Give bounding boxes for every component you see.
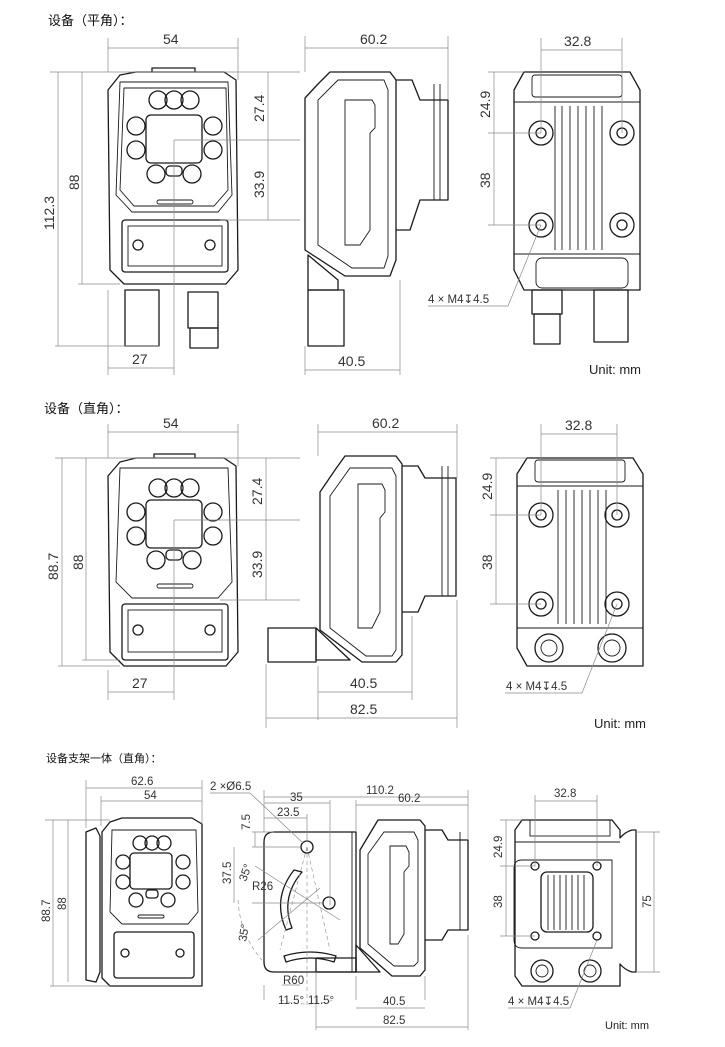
s2-back-top-hole-label: 24.9 (479, 473, 495, 500)
s3-angle-35-a-label: 35° (238, 863, 255, 883)
s1-front-total-height-label: 112.3 (41, 196, 57, 230)
s1-front-view: 54 112.3 88 27.4 33.9 27 (41, 31, 300, 375)
s3-back-bracket-height-label: 75 (642, 895, 654, 908)
s3-top-7-5-label: 7.5 (241, 814, 253, 830)
s3-front-width-label: 54 (144, 790, 157, 802)
s2-front-total-height-label: 88.7 (45, 553, 61, 580)
s3-total-depth-label: 82.5 (383, 1015, 405, 1027)
s3-thread-note: 4 × M4↧4.5 (508, 996, 569, 1008)
s2-back-view: 32.8 24.9 38 4 × M4↧4.5 (479, 417, 644, 694)
s1-thread-note: 4 × M4↧4.5 (428, 294, 489, 306)
s1-front-center-bottom-label: 33.9 (251, 171, 267, 198)
s2-front-width-label: 54 (163, 415, 179, 431)
s2-front-center-bottom-label: 33.9 (249, 551, 265, 578)
s3-angle-11-5-left-label: 11.5° (278, 995, 304, 1007)
s3-side-view: 2 ×Ø6.5 110.2 35 23.5 60.2 7.5 37.5 35° … (210, 781, 469, 1030)
s3-bracket-35-label: 35 (290, 792, 303, 804)
s1-front-body-height-label: 88 (66, 174, 82, 190)
s3-bracket-23-5-label: 23.5 (277, 807, 299, 819)
s3-back-top-hole-label: 24.9 (493, 836, 505, 858)
s3-back-hole-spacing-x-label: 32.8 (554, 788, 576, 800)
s3-front-bracket-width-label: 62.6 (131, 776, 153, 788)
s3-holes-note: 2 ×Ø6.5 (210, 781, 251, 793)
s2-thread-note: 4 × M4↧4.5 (506, 681, 567, 693)
s1-back-hole-spacing-y-label: 38 (477, 172, 493, 188)
s1-front-width-label: 54 (163, 31, 179, 47)
s1-front-top-center-label: 27.4 (251, 95, 267, 122)
s3-hole-37-5-label: 37.5 (222, 862, 234, 884)
section-title-right-angle: 设备（直角）： (44, 401, 129, 416)
s2-front-top-center-label: 27.4 (249, 478, 265, 505)
s2-unit-label: Unit: mm (594, 716, 646, 731)
s3-base-depth-label: 40.5 (383, 996, 405, 1008)
s1-heatsink-fins (554, 106, 603, 250)
s2-back-hole-spacing-y-label: 38 (479, 554, 495, 570)
s2-side-view: 60.2 40.5 82.5 (265, 415, 458, 728)
s3-front-view: 62.6 54 88.7 88 (41, 776, 203, 987)
s3-front-total-height-label: 88.7 (41, 900, 53, 922)
s2-side-base-depth-label: 40.5 (350, 675, 377, 691)
s1-side-depth-label: 60.2 (360, 31, 387, 47)
s2-back-hole-spacing-x-label: 32.8 (565, 417, 592, 433)
section-title-flat-angle: 设备（平角）： (48, 13, 133, 28)
s1-back-hole-spacing-x-label: 32.8 (564, 33, 591, 49)
s1-back-view: 32.8 24.9 38 4 × M4↧4.5 (428, 33, 641, 345)
s2-front-center-offset-label: 27 (132, 675, 148, 691)
s1-front-center-offset-label: 27 (132, 351, 148, 367)
s1-unit-label: Unit: mm (589, 362, 641, 377)
s1-side-base-depth-label: 40.5 (338, 353, 365, 369)
s3-radius-60-label: R60 (283, 975, 304, 987)
s3-back-view: 32.8 24.9 38 75 4 × M4↧4.5 (493, 788, 660, 1009)
s1-side-view: 60.2 40.5 (304, 31, 449, 375)
s3-radius-26-label: R26 (252, 881, 273, 893)
s2-side-depth-label: 60.2 (372, 415, 399, 431)
s2-front-body-height-label: 88 (70, 554, 86, 570)
s2-side-total-depth-label: 82.5 (350, 701, 377, 717)
s2-front-view: 54 88.7 88 27.4 33.9 27 (45, 415, 300, 700)
s3-angle-11-5-right-label: 11.5° (308, 995, 334, 1007)
s3-front-body-height-label: 88 (57, 897, 69, 910)
section-title-bracket-right-angle: 设备支架一体（直角）： (46, 753, 162, 765)
s3-overall-depth-label: 110.2 (366, 785, 394, 797)
s3-back-hole-spacing-y-label: 38 (493, 895, 505, 908)
s3-side-depth-label: 60.2 (398, 793, 420, 805)
s1-back-top-hole-label: 24.9 (477, 91, 493, 118)
s3-unit-label: Unit: mm (605, 1020, 649, 1032)
s3-angle-35-b-label: 35° (237, 923, 252, 942)
